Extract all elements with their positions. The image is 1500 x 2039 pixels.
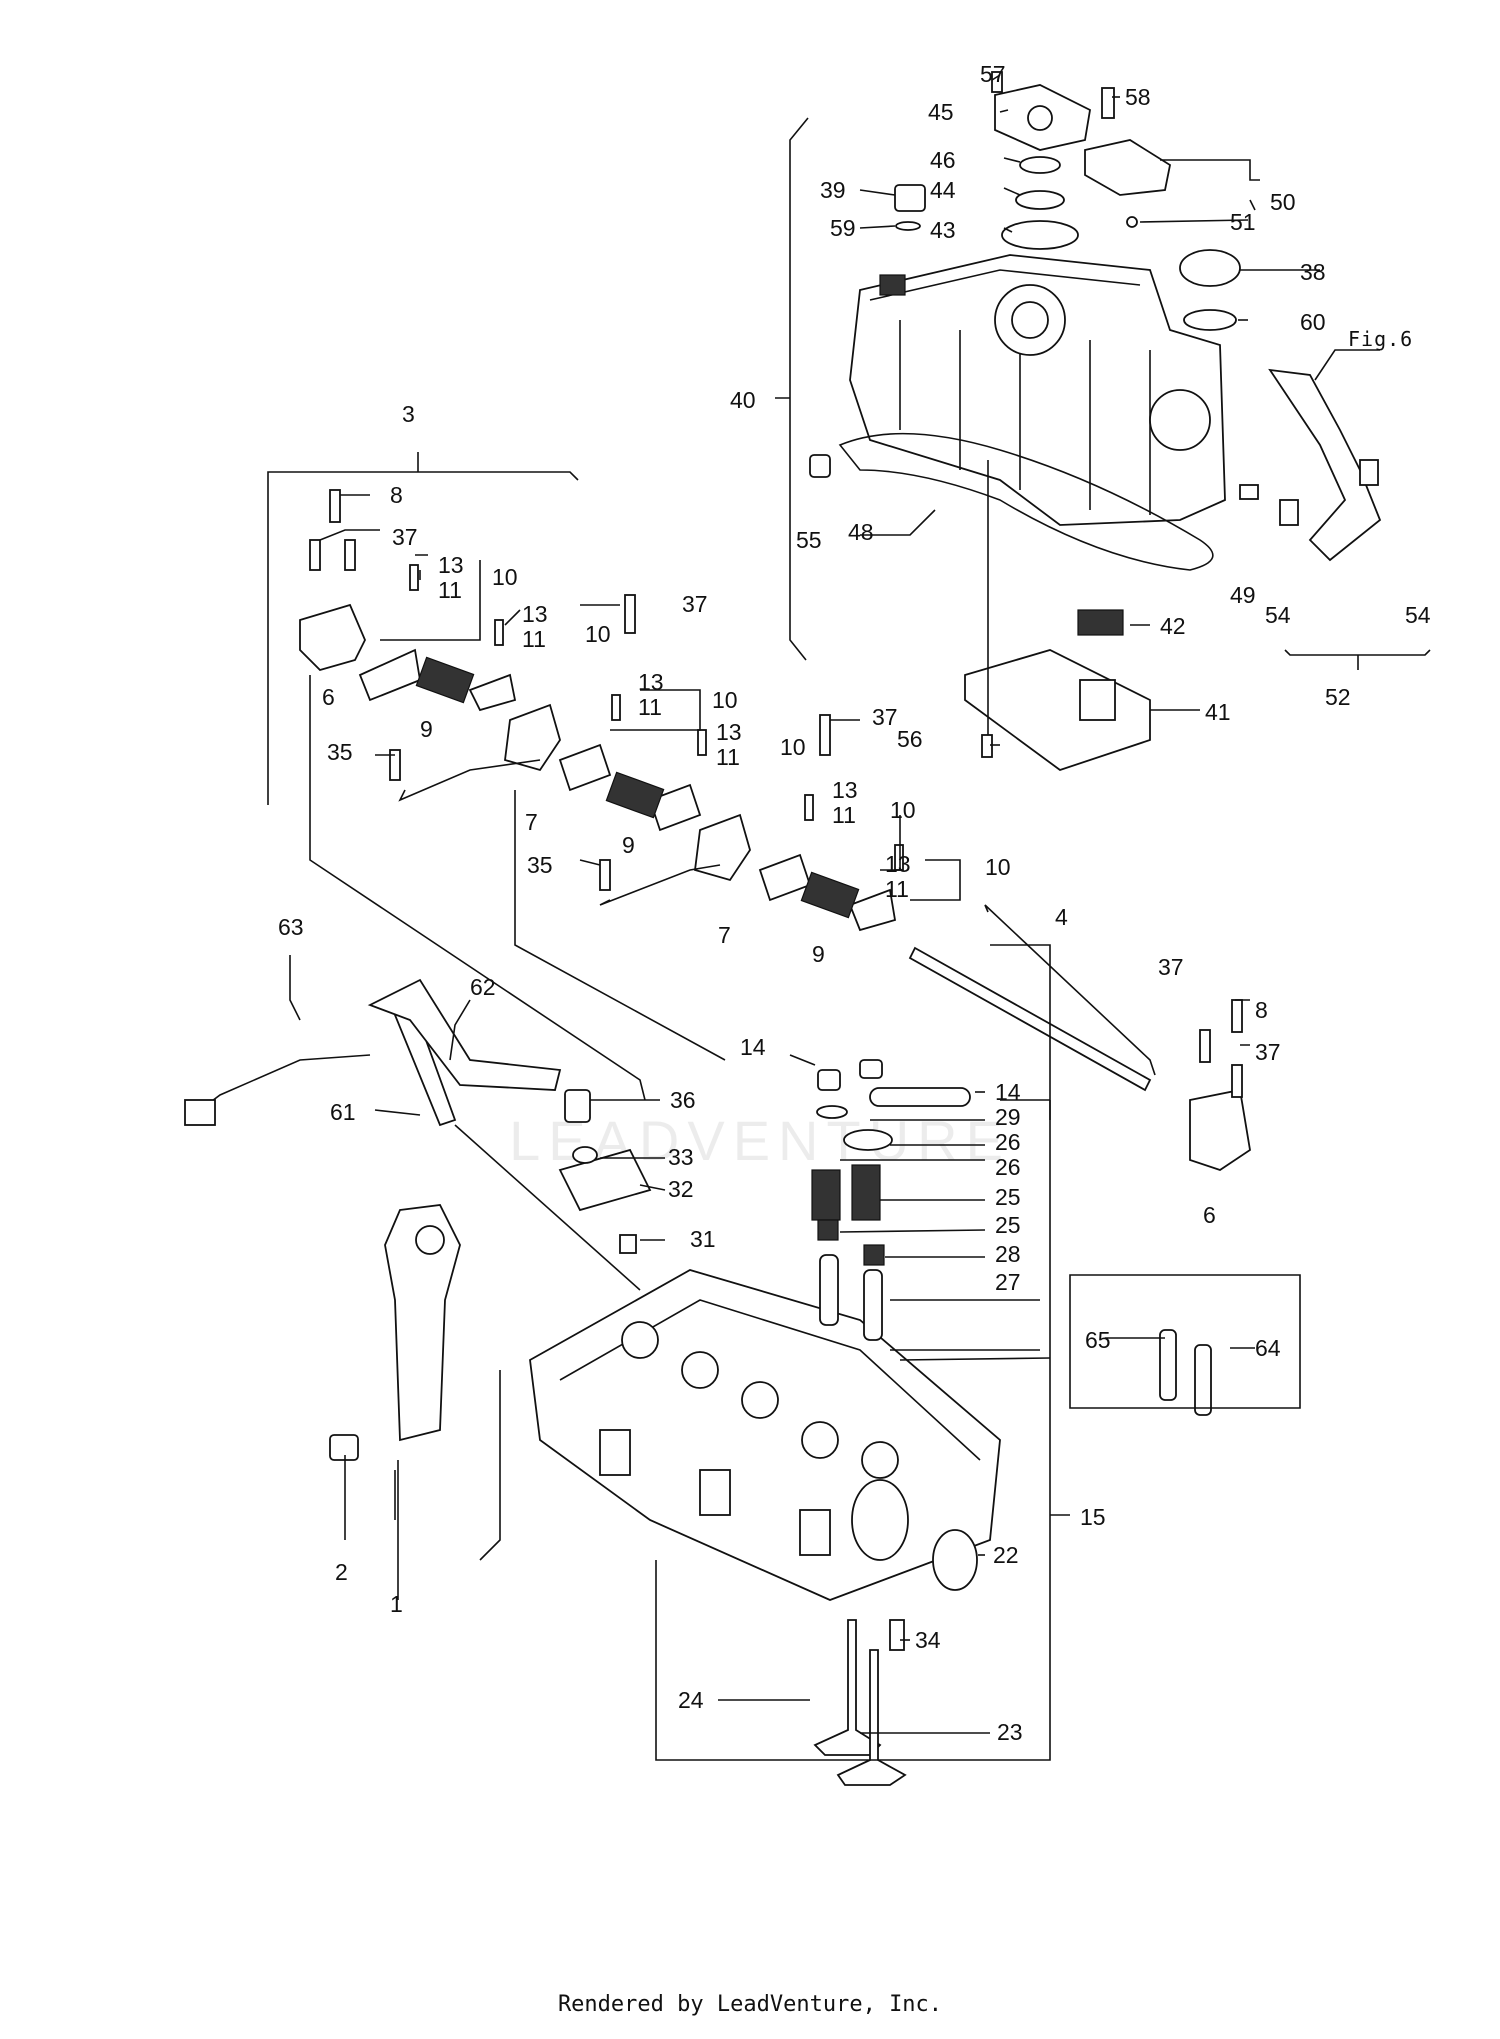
- callout-54-b: 54: [1405, 602, 1431, 628]
- callout-34: 34: [915, 1627, 941, 1653]
- callout-41: 41: [1205, 699, 1231, 725]
- callout-10-e: 10: [890, 797, 916, 823]
- callout-42: 42: [1160, 613, 1186, 639]
- callout-26: 26: [995, 1129, 1021, 1155]
- callout-35: 35: [327, 739, 353, 765]
- callout-36: 36: [670, 1087, 696, 1113]
- callout-22: 22: [993, 1542, 1019, 1568]
- callout-labels: 57 45 58 46 44 43 39 59 50 51 38 60 Fig.…: [278, 61, 1431, 1745]
- callout-9: 9: [420, 716, 433, 742]
- callout-13-b: 13: [522, 601, 548, 627]
- callout-23: 23: [997, 1719, 1023, 1745]
- callout-9-b: 9: [622, 832, 635, 858]
- callout-1: 1: [390, 1591, 403, 1617]
- callout-25-b: 25: [995, 1212, 1021, 1238]
- leader-lines: [289, 74, 1320, 1734]
- callout-8-b: 8: [1255, 997, 1268, 1023]
- callout-3: 3: [402, 401, 415, 427]
- figure-reference: Fig.6: [1348, 327, 1413, 351]
- callout-58: 58: [1125, 84, 1151, 110]
- callout-13-d: 13: [716, 719, 742, 745]
- callout-15: 15: [1080, 1504, 1106, 1530]
- callout-13-f: 13: [885, 851, 911, 877]
- footer-credit: Rendered by LeadVenture, Inc.: [557, 1992, 943, 2017]
- callout-50: 50: [1270, 189, 1296, 215]
- callout-11-b: 11: [522, 626, 546, 652]
- valve-cover-assembly: [775, 71, 1431, 772]
- callout-29: 29: [995, 1104, 1021, 1130]
- callout-37-b: 37: [682, 591, 708, 617]
- callout-11: 11: [438, 577, 462, 603]
- callout-38: 38: [1300, 259, 1326, 285]
- callout-35-b: 35: [527, 852, 553, 878]
- callout-52: 52: [1325, 684, 1351, 710]
- callout-48: 48: [848, 519, 874, 545]
- callout-60: 60: [1300, 309, 1326, 335]
- callout-43: 43: [930, 217, 956, 243]
- callout-7: 7: [525, 809, 538, 835]
- callout-10-f: 10: [985, 854, 1011, 880]
- callout-10-c: 10: [712, 687, 738, 713]
- callout-10-d: 10: [780, 734, 806, 760]
- callout-49: 49: [1230, 582, 1256, 608]
- callout-9-c: 9: [812, 941, 825, 967]
- callout-31: 31: [690, 1226, 716, 1252]
- callout-24: 24: [678, 1687, 704, 1713]
- callout-37-d: 37: [1158, 954, 1184, 980]
- callout-4: 4: [1055, 904, 1068, 930]
- callout-45: 45: [928, 99, 954, 125]
- callout-7-b: 7: [718, 922, 731, 948]
- callout-37: 37: [392, 524, 418, 550]
- callout-25: 25: [995, 1184, 1021, 1210]
- callout-62: 62: [470, 974, 496, 1000]
- callout-40: 40: [730, 387, 756, 413]
- callout-11-c: 11: [638, 694, 662, 720]
- callout-39: 39: [820, 177, 846, 203]
- callout-10-b: 10: [585, 621, 611, 647]
- callout-28: 28: [995, 1241, 1021, 1267]
- callout-65: 65: [1085, 1327, 1111, 1353]
- callout-46: 46: [930, 147, 956, 173]
- callout-8: 8: [390, 482, 403, 508]
- callout-56: 56: [897, 726, 923, 752]
- callout-11-d: 11: [716, 744, 740, 770]
- callout-63: 63: [278, 914, 304, 940]
- callout-26-b: 26: [995, 1154, 1021, 1180]
- callout-14: 14: [740, 1034, 766, 1060]
- callout-44: 44: [930, 177, 956, 203]
- callout-11-e: 11: [832, 802, 856, 828]
- callout-6-b: 6: [1203, 1202, 1216, 1228]
- callout-55: 55: [796, 527, 822, 553]
- callout-61: 61: [330, 1099, 356, 1125]
- cylinder-head-assembly: [184, 978, 1301, 1786]
- callout-32: 32: [668, 1176, 694, 1202]
- callout-51: 51: [1230, 209, 1256, 235]
- callout-59: 59: [830, 215, 856, 241]
- callout-6: 6: [322, 684, 335, 710]
- callout-13-e: 13: [832, 777, 858, 803]
- callout-37-c: 37: [872, 704, 898, 730]
- callout-2: 2: [335, 1559, 348, 1585]
- callout-57: 57: [980, 61, 1006, 87]
- callout-13-c: 13: [638, 669, 664, 695]
- callout-11-f: 11: [885, 876, 909, 902]
- callout-10: 10: [492, 564, 518, 590]
- callout-64: 64: [1255, 1335, 1281, 1361]
- callout-33: 33: [668, 1144, 694, 1170]
- callout-27: 27: [995, 1269, 1021, 1295]
- rocker-arm-assembly: [267, 452, 1251, 1171]
- callout-37-e: 37: [1255, 1039, 1281, 1065]
- callout-54: 54: [1265, 602, 1291, 628]
- callout-14-b: 14: [995, 1079, 1021, 1105]
- callout-13: 13: [438, 552, 464, 578]
